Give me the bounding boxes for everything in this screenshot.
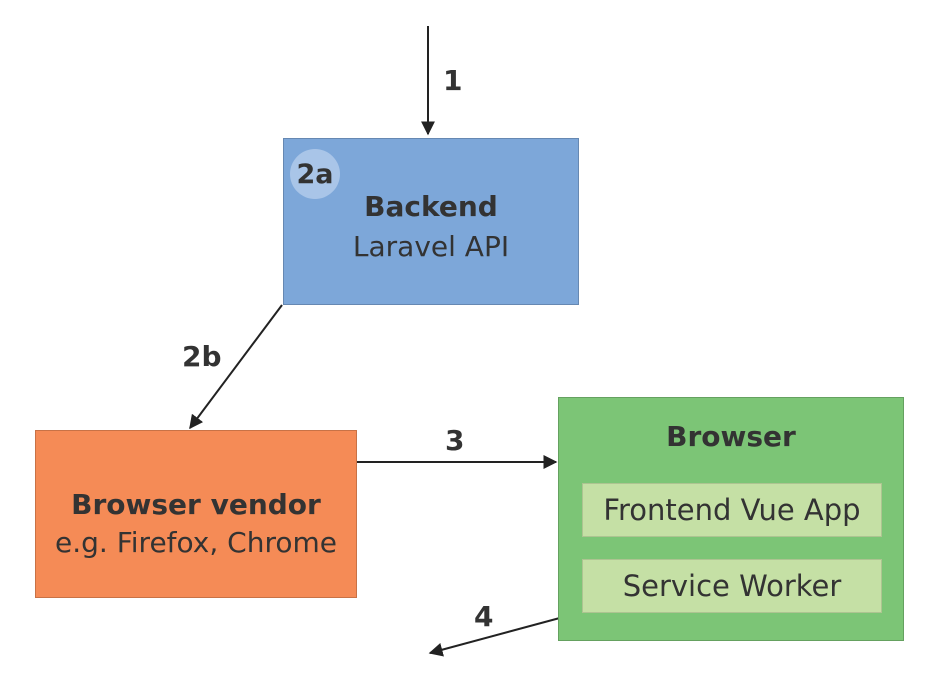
browser-vendor-node: Browser vendor e.g. Firefox, Chrome xyxy=(35,430,357,598)
step-label-3: 3 xyxy=(445,424,465,457)
arrow-step-2b xyxy=(189,304,283,430)
backend-subtitle: Laravel API xyxy=(352,230,510,263)
browser-vendor-title: Browser vendor xyxy=(71,488,321,521)
step-badge-2a: 2a xyxy=(290,149,340,199)
step-label-2b: 2b xyxy=(182,340,222,373)
browser-node: Browser Frontend Vue App Service Worker xyxy=(558,397,904,641)
backend-node: 2a Backend Laravel API xyxy=(283,138,579,305)
backend-title: Backend xyxy=(364,190,498,223)
step-label-1: 1 xyxy=(443,64,463,97)
browser-vendor-subtitle: e.g. Firefox, Chrome xyxy=(55,526,337,559)
arrow-step-4 xyxy=(428,611,583,657)
service-worker-box: Service Worker xyxy=(582,559,882,613)
frontend-vue-app-box: Frontend Vue App xyxy=(582,483,882,537)
browser-title: Browser xyxy=(666,420,796,453)
step-label-4: 4 xyxy=(474,600,494,633)
